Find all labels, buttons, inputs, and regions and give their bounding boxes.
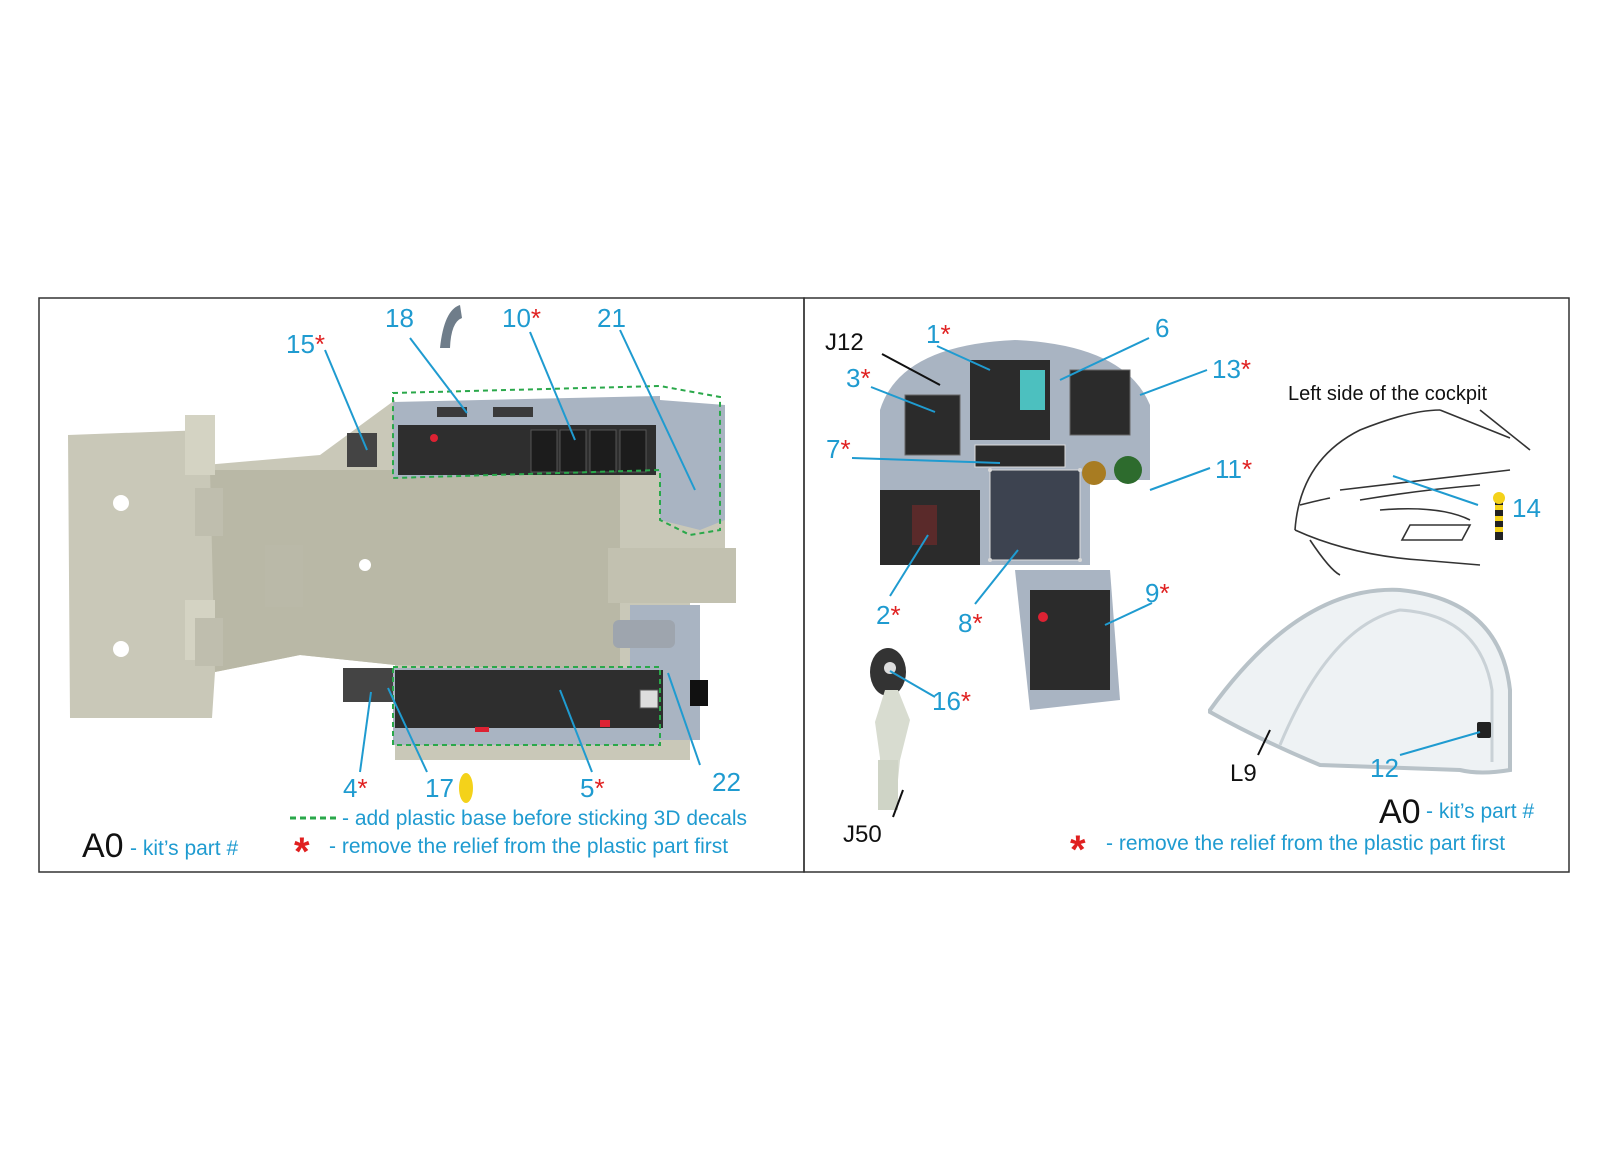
- part-14-label: 14: [1512, 493, 1541, 523]
- part-5-label: 5*: [580, 773, 605, 803]
- left-part-labels: 15* 18 10* 21 4* 17 5* 22: [286, 303, 741, 803]
- part-6-label: 6: [1155, 313, 1169, 343]
- part-11-label: 11*: [1215, 454, 1252, 484]
- right-leader-lines: [851, 337, 1481, 756]
- legend-star-text-right: - remove the relief from the plastic par…: [1106, 832, 1505, 855]
- part-15-label: 15*: [286, 329, 325, 359]
- kit-part-labels: J12 J50 L9: [825, 329, 1257, 848]
- right-legend: A0 - kit’s part # * - remove the relief …: [1070, 793, 1534, 872]
- star-icon-right: *: [1070, 828, 1086, 872]
- cockpit-tub-illustration: [68, 305, 736, 803]
- part-9-label: 9*: [1145, 578, 1170, 608]
- part-13-label: 13*: [1212, 354, 1251, 384]
- part-17-label: 17: [425, 773, 454, 803]
- left-leader-lines: [324, 329, 701, 773]
- part-21-label: 21: [597, 303, 626, 333]
- part-10-label: 10*: [502, 303, 541, 333]
- left-legend: A0 - kit’s part # - add plastic base bef…: [82, 807, 747, 874]
- part-1-label: 1*: [926, 319, 951, 349]
- kit-code-right: A0: [1379, 793, 1421, 831]
- kit-code-left: A0: [82, 827, 124, 865]
- instrument-panel-illustration: [870, 340, 1531, 810]
- part-22-label: 22: [712, 767, 741, 797]
- part-7-label: 7*: [826, 434, 851, 464]
- legend-star-text-left: - remove the relief from the plastic par…: [329, 835, 728, 858]
- part-4-label: 4*: [343, 773, 368, 803]
- legend-dash-text: - add plastic base before sticking 3D de…: [342, 807, 747, 830]
- kit-part-leader-lines: [881, 353, 1271, 818]
- right-panel-frame: [803, 297, 1570, 873]
- kit-part-l9: L9: [1230, 760, 1257, 787]
- kit-text-left: - kit’s part #: [130, 837, 238, 860]
- left-side-caption: Left side of the cockpit: [1288, 383, 1487, 405]
- part-18-label: 18: [385, 303, 414, 333]
- part-8-label: 8*: [958, 608, 983, 638]
- star-icon-left: *: [294, 830, 310, 874]
- right-part-labels: 1* 6 3* 13* 7* 11* 2* 8* 9* 16* 14 12: [826, 313, 1541, 783]
- kit-text-right: - kit’s part #: [1426, 800, 1534, 823]
- kit-part-j50: J50: [843, 821, 882, 848]
- kit-part-j12: J12: [825, 329, 864, 356]
- part-2-label: 2*: [876, 600, 901, 630]
- part-12-label: 12: [1370, 753, 1399, 783]
- part-16-label: 16*: [932, 686, 971, 716]
- part-3-label: 3*: [846, 363, 871, 393]
